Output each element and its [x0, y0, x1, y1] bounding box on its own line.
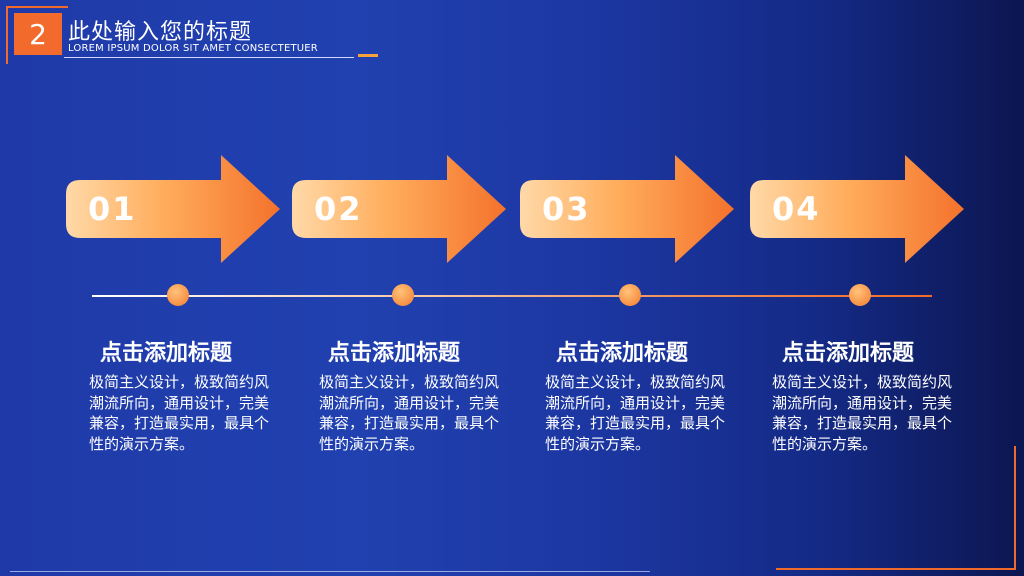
step-2-number: 02 [314, 190, 363, 228]
step-4-title: 点击添加标题 [782, 341, 915, 366]
timeline-dot-2 [392, 284, 414, 306]
frame-corner-left [6, 6, 8, 64]
step-2-arrow [292, 155, 506, 263]
timeline-dot-1 [167, 284, 189, 306]
slide-title: 此处输入您的标题 [68, 20, 253, 45]
step-1-number: 01 [88, 190, 137, 228]
step-3-number: 03 [542, 190, 591, 228]
step-1-title: 点击添加标题 [100, 341, 233, 366]
slide-subtitle: LOREM IPSUM DOLOR SIT AMET CONSECTETUER [68, 43, 318, 54]
timeline-line [92, 295, 932, 297]
timeline-dot-4 [849, 284, 871, 306]
step-3-arrow [520, 155, 734, 263]
step-4-number: 04 [772, 190, 821, 228]
frame-corner-top [6, 6, 68, 8]
step-3-description: 极简主义设计，极致简约风潮流所向，通用设计，完美兼容，打造最实用，最具个性的演示… [545, 373, 726, 453]
frame-corner-right [1014, 446, 1016, 568]
step-3-title: 点击添加标题 [556, 341, 689, 366]
slide-number-badge: 2 [14, 13, 62, 55]
step-1-arrow [66, 155, 280, 263]
title-accent-bar [358, 54, 378, 57]
title-underline [64, 57, 354, 58]
step-2-title: 点击添加标题 [328, 341, 461, 366]
step-1-description: 极简主义设计，极致简约风潮流所向，通用设计，完美兼容，打造最实用，最具个性的演示… [89, 373, 270, 453]
frame-corner-bottom [776, 568, 1016, 570]
timeline-dot-3 [619, 284, 641, 306]
step-2-description: 极简主义设计，极致简约风潮流所向，通用设计，完美兼容，打造最实用，最具个性的演示… [319, 373, 500, 453]
step-4-arrow [750, 155, 964, 263]
step-4-description: 极简主义设计，极致简约风潮流所向，通用设计，完美兼容，打造最实用，最具个性的演示… [772, 373, 953, 453]
bottom-divider [10, 571, 650, 572]
